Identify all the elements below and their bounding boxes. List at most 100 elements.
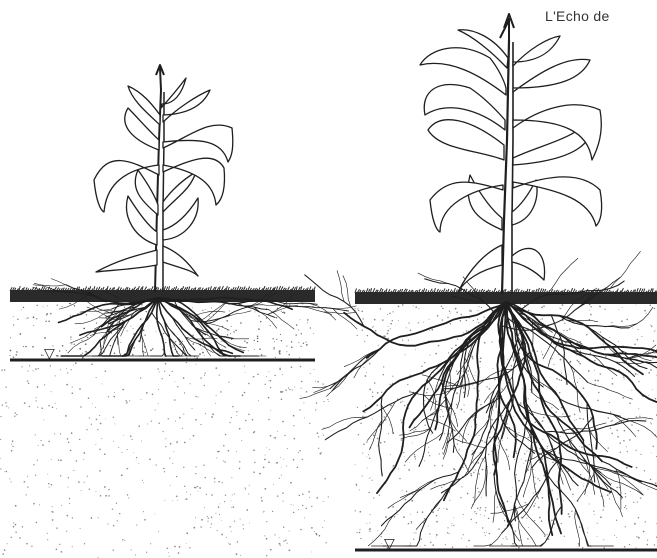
soil-dot bbox=[249, 523, 250, 524]
soil-dot bbox=[266, 447, 267, 448]
soil-dot bbox=[426, 392, 427, 393]
soil-dot bbox=[202, 352, 204, 354]
soil-dot bbox=[508, 456, 509, 457]
soil-dot bbox=[584, 477, 585, 478]
root bbox=[590, 409, 621, 417]
soil-dot bbox=[224, 461, 225, 462]
soil-dot bbox=[17, 319, 18, 320]
soil-dot bbox=[259, 315, 260, 316]
soil-dot bbox=[525, 502, 526, 503]
soil-dot bbox=[133, 452, 134, 453]
soil-dot bbox=[274, 437, 276, 439]
soil-dot bbox=[432, 544, 434, 546]
soil-dot bbox=[6, 471, 8, 473]
soil-dot bbox=[552, 462, 554, 464]
soil-dot bbox=[189, 383, 190, 384]
soil-dot bbox=[325, 542, 326, 543]
soil-dot bbox=[80, 528, 81, 529]
soil-dot bbox=[289, 531, 290, 532]
soil-dot bbox=[622, 307, 623, 308]
soil-dot bbox=[258, 328, 260, 330]
soil-dot bbox=[15, 532, 16, 533]
soil-dot bbox=[316, 402, 318, 404]
soil-dot bbox=[449, 500, 450, 501]
soil-dot bbox=[655, 398, 657, 400]
soil-dot bbox=[654, 308, 656, 310]
soil-dot bbox=[80, 354, 81, 355]
soil-dot bbox=[459, 436, 460, 437]
soil-dot bbox=[283, 526, 284, 527]
soil-dot bbox=[457, 443, 458, 444]
root bbox=[405, 433, 443, 462]
soil-dot bbox=[461, 538, 462, 539]
soil-dot bbox=[477, 488, 478, 489]
soil-dot bbox=[603, 539, 604, 540]
soil-dot bbox=[555, 411, 556, 412]
soil-dot bbox=[398, 306, 400, 308]
soil-dot bbox=[409, 462, 410, 463]
water-table-symbol-left: ▽ bbox=[44, 346, 55, 362]
soil-dot bbox=[530, 389, 531, 390]
soil-dot bbox=[235, 330, 236, 331]
soil-dot bbox=[273, 347, 275, 349]
soil-dot bbox=[299, 450, 301, 452]
soil-dot bbox=[533, 492, 534, 493]
soil-dot bbox=[172, 500, 173, 501]
soil-dot bbox=[163, 468, 165, 470]
soil-dot bbox=[232, 494, 233, 495]
soil-dot bbox=[389, 424, 390, 425]
soil-dot bbox=[573, 434, 574, 435]
soil-dot bbox=[460, 409, 462, 411]
soil-dot bbox=[179, 417, 181, 419]
soil-dot bbox=[520, 402, 522, 404]
soil-dot bbox=[36, 522, 37, 523]
soil-dot bbox=[276, 462, 278, 464]
soil-dot bbox=[451, 348, 452, 349]
soil-dot bbox=[315, 533, 317, 535]
soil-dot bbox=[132, 354, 134, 356]
root bbox=[300, 389, 330, 399]
soil-dot bbox=[200, 424, 201, 425]
soil-dot bbox=[309, 423, 310, 424]
soil-dot bbox=[37, 460, 38, 461]
soil-dot bbox=[200, 345, 201, 346]
soil-dot bbox=[479, 435, 480, 436]
soil-dot bbox=[67, 372, 68, 373]
soil-dot bbox=[215, 367, 217, 369]
soil-dot bbox=[175, 420, 176, 421]
soil-dot bbox=[285, 539, 287, 541]
soil-dot bbox=[473, 419, 474, 420]
soil-dot bbox=[631, 390, 632, 391]
soil-dot bbox=[36, 318, 37, 319]
soil-dot bbox=[600, 516, 602, 518]
soil-dot bbox=[35, 434, 36, 435]
soil-dot bbox=[48, 405, 49, 406]
soil-dot bbox=[73, 365, 74, 366]
soil-dot bbox=[541, 307, 543, 309]
soil-dot bbox=[80, 406, 81, 407]
leaf-left-6 bbox=[163, 172, 196, 212]
soil-dot bbox=[515, 530, 517, 532]
soil-dot bbox=[452, 523, 453, 524]
soil-dot bbox=[631, 424, 633, 426]
soil-dot bbox=[289, 389, 290, 390]
soil-dot bbox=[270, 435, 272, 437]
soil-dot bbox=[35, 368, 37, 370]
leaf-right-14 bbox=[513, 36, 560, 66]
soil-dot bbox=[390, 323, 392, 325]
soil-dot bbox=[141, 441, 142, 442]
soil-dot bbox=[206, 494, 207, 495]
soil-dot bbox=[575, 513, 576, 514]
soil-dot bbox=[244, 366, 245, 367]
soil-dot bbox=[282, 492, 284, 494]
soil-dot bbox=[185, 499, 186, 500]
soil-dot bbox=[226, 320, 228, 322]
soil-dot bbox=[373, 497, 374, 498]
soil-dot bbox=[374, 319, 376, 321]
soil-dot bbox=[204, 355, 205, 356]
soil-dot bbox=[372, 396, 373, 397]
soil-dot bbox=[83, 328, 85, 330]
soil-dot bbox=[47, 533, 48, 534]
soil-dot bbox=[300, 346, 301, 347]
soil-dot bbox=[254, 462, 255, 463]
